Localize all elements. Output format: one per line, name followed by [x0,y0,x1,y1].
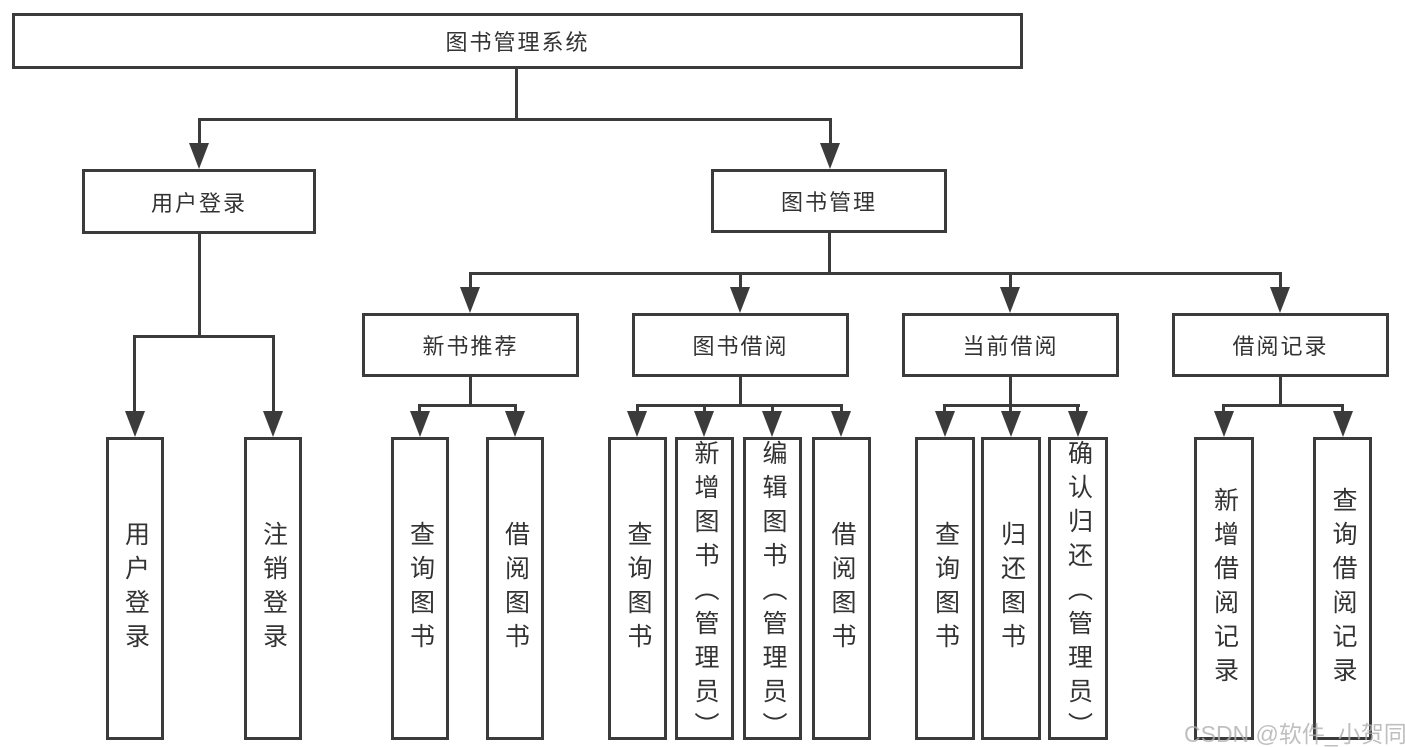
connector-line [943,404,946,416]
connector-line [1222,404,1344,407]
arrowhead [1214,411,1234,437]
leaf-current-query-books: 查询图书 [915,437,975,740]
connector-line [1341,404,1344,416]
leaf-add-books-admin: 新增图书（管理员） [675,437,734,746]
connector-line [418,404,517,407]
node-book-borrow: 图书借阅 [632,313,849,377]
leaf-confirm-return-admin: 确认归还（管理员） [1048,437,1108,746]
connector-line [469,272,1282,275]
node-user-login: 用户登录 [82,169,316,234]
leaf-borrow-books: 借阅图书 [812,437,871,740]
arrowhead [1333,411,1353,437]
arrowhead [730,287,750,313]
arrowhead [694,411,714,437]
leaf-add-borrow-record: 新增借阅记录 [1194,437,1254,740]
leaf-borrow-query-books: 查询图书 [608,437,667,740]
connector-line [739,272,742,290]
arrowhead [505,411,525,437]
node-root: 图书管理系统 [12,13,1023,69]
node-current-borrow: 当前借阅 [902,313,1119,377]
connector-line [514,404,517,416]
connector-line [1279,272,1282,290]
node-book-management: 图书管理 [711,169,947,233]
leaf-logout: 注销登录 [244,437,302,740]
arrowhead [125,411,145,437]
connector-line [469,272,472,290]
arrowhead [1000,287,1020,313]
node-new-book-recommend: 新书推荐 [362,313,579,377]
arrowhead [1270,287,1290,313]
connector-line [739,377,742,407]
arrowhead [762,411,782,437]
csdn-watermark: CSDN @软件_小贺同学 [1184,721,1405,747]
arrowhead [820,143,840,169]
connector-line [1009,272,1012,290]
arrowhead [263,411,283,437]
arrowhead [189,143,209,169]
connector-line [829,118,832,146]
arrowhead [627,411,647,437]
arrowhead [831,411,851,437]
connector-line [198,118,201,146]
connector-line [198,234,201,338]
connector-line [515,69,518,120]
connector-line [133,335,275,338]
arrowhead [1001,411,1021,437]
connector-line [1009,404,1012,416]
connector-line [418,404,421,416]
arrowhead [935,411,955,437]
connector-line [636,404,639,416]
connector-line [828,233,831,275]
leaf-edit-books-admin: 编辑图书（管理员） [743,437,802,746]
leaf-query-borrow-record: 查询借阅记录 [1313,437,1372,740]
connector-line [636,404,843,407]
connector-line [272,335,275,413]
connector-line [771,404,774,416]
connector-line [133,335,136,413]
node-borrow-records: 借阅记录 [1172,313,1389,377]
connector-line [469,377,472,407]
connector-line [840,404,843,416]
connector-line [1009,377,1012,407]
arrowhead [460,287,480,313]
connector-line [1279,377,1282,407]
connector-line [1222,404,1225,416]
leaf-recommend-query-books: 查询图书 [391,437,449,740]
connector-line [703,404,706,416]
arrowhead [1068,411,1088,437]
leaf-recommend-borrow-books: 借阅图书 [486,437,544,740]
arrowhead [410,411,430,437]
leaf-return-books: 归还图书 [981,437,1041,740]
leaf-user-login: 用户登录 [106,437,164,740]
connector-line [1076,404,1079,416]
connector-line [198,118,832,121]
